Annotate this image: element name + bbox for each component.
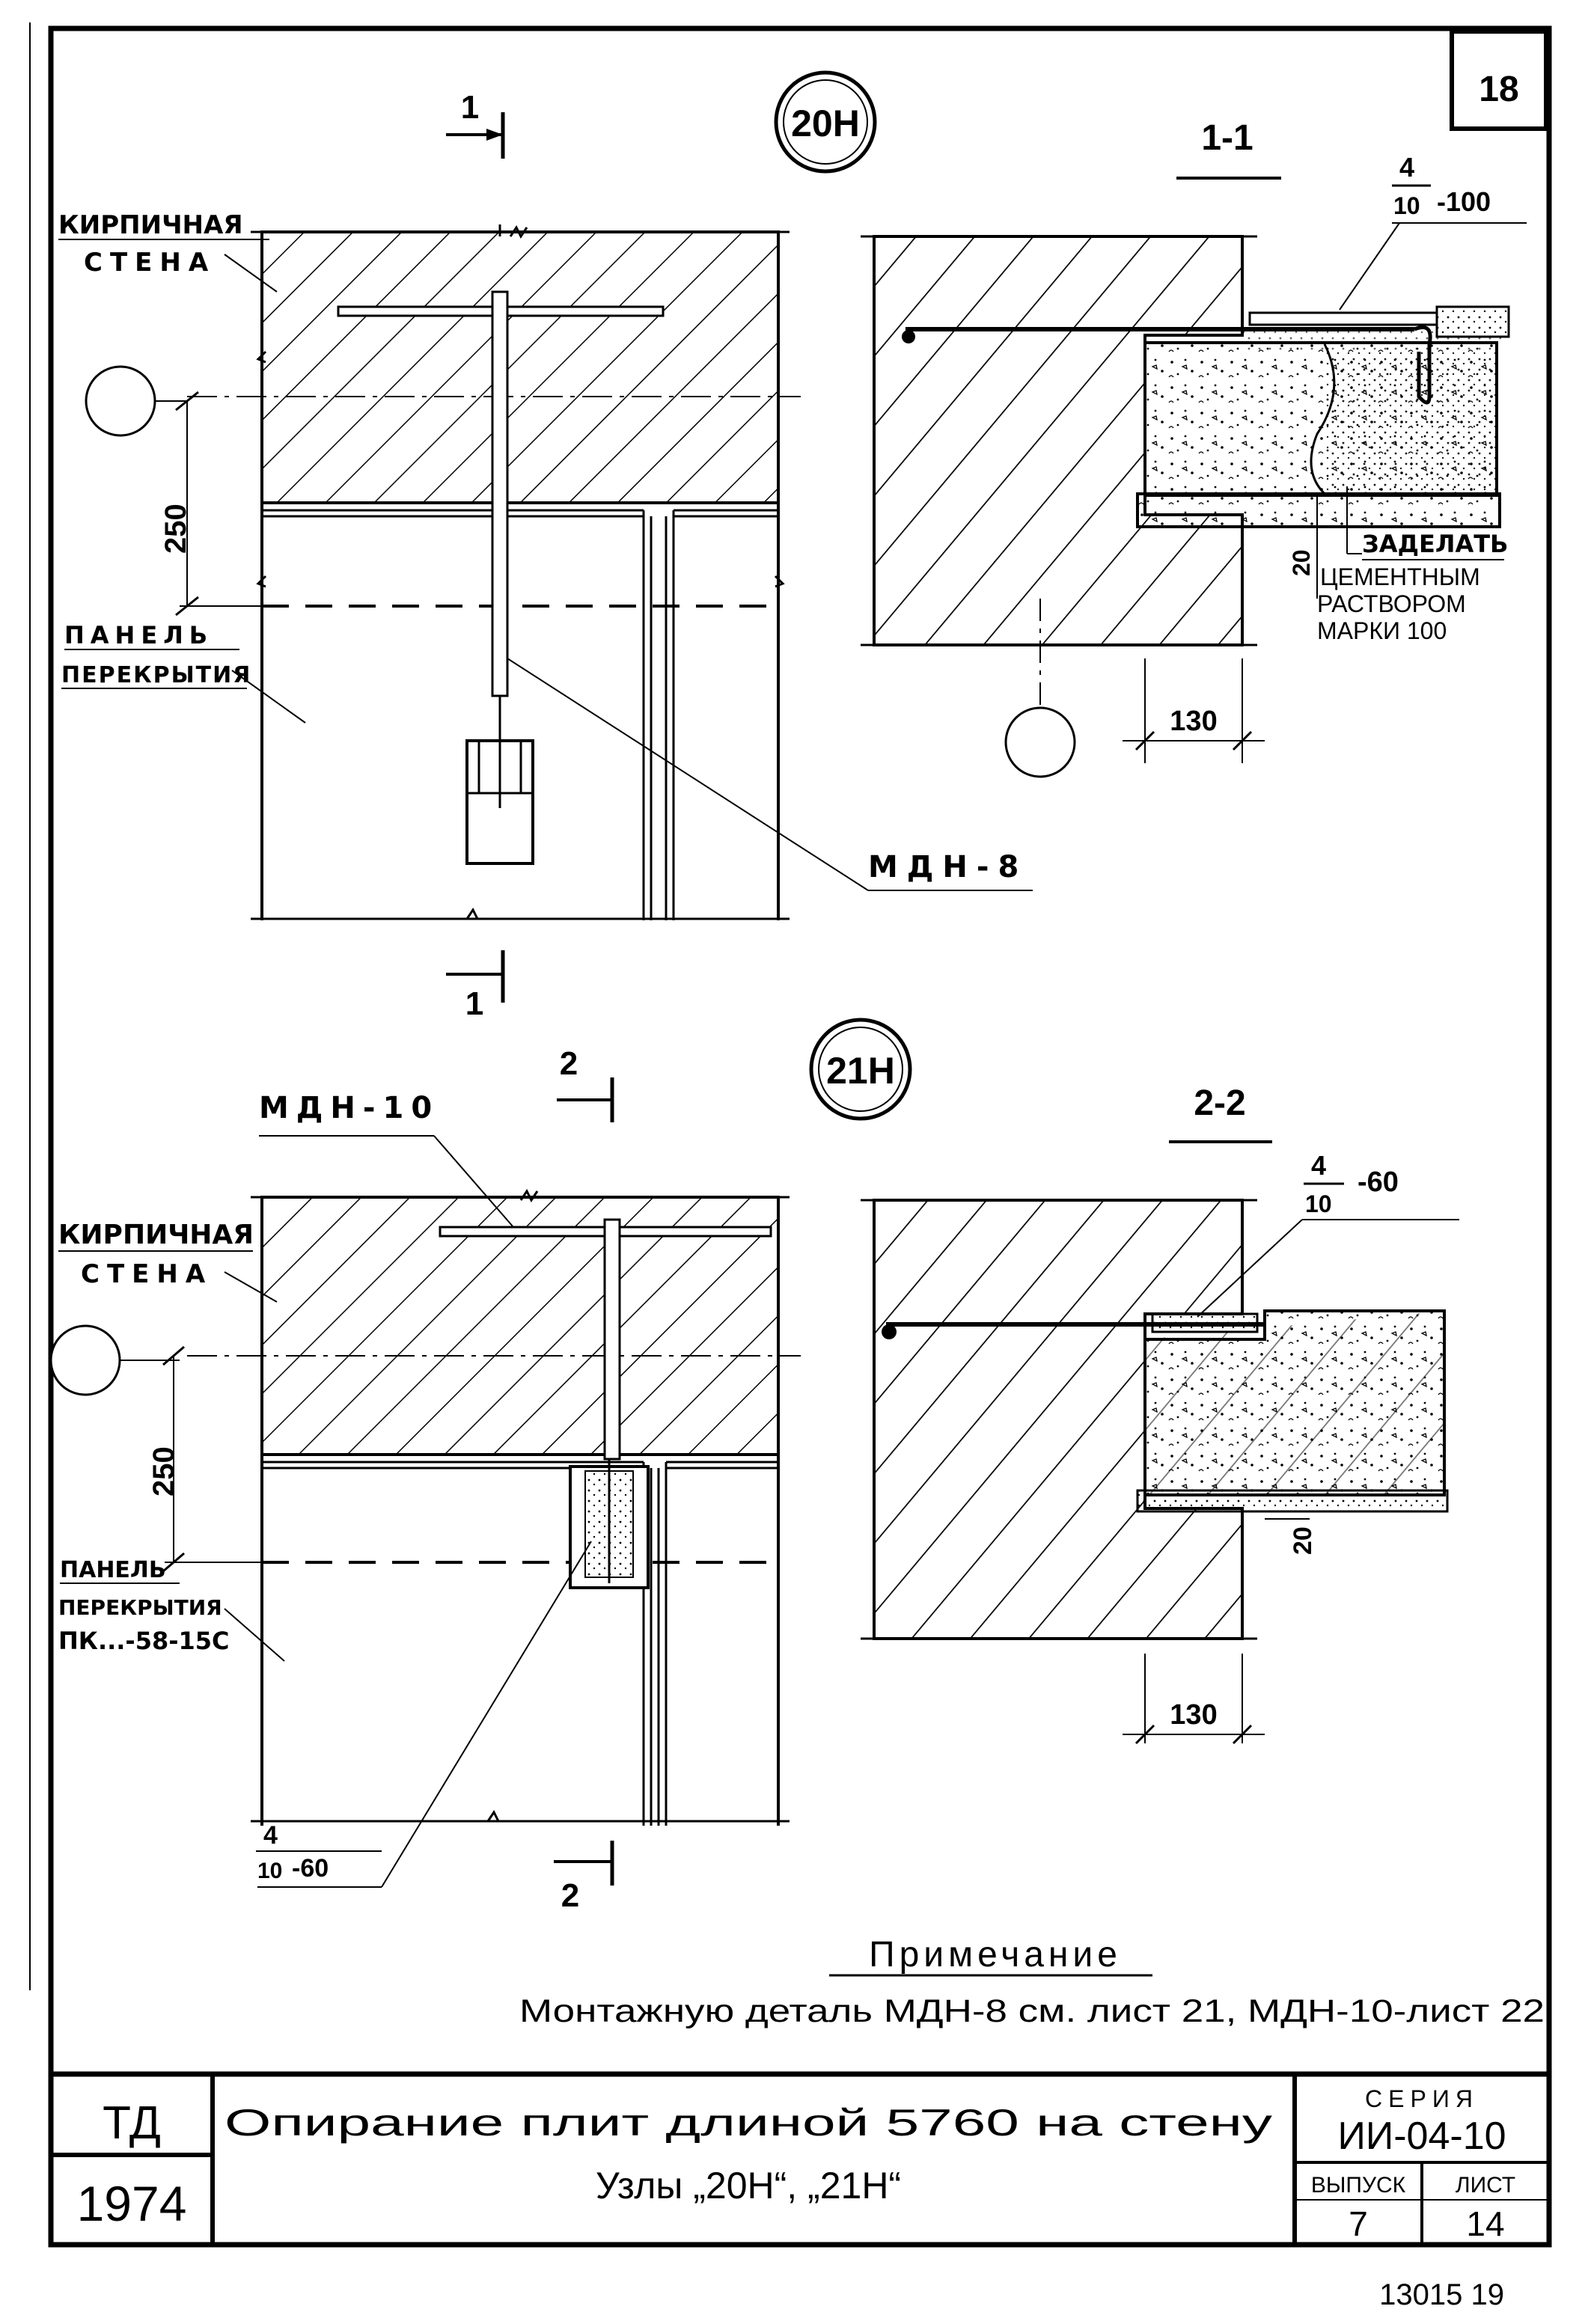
detail-mdn-10-label: МДН-10 xyxy=(259,1091,439,1125)
weld-1-length: -100 xyxy=(1437,186,1491,217)
node-21n-labels: МДН-10 КИРПИЧНАЯ СТЕНА ПАНЕЛЬ ПЕРЕКРЫТИЯ… xyxy=(58,1091,592,1888)
title-org: ТД xyxy=(103,2097,161,2149)
issue-value: 7 xyxy=(1349,2204,1368,2243)
panel-label-b-1: ПАНЕЛЬ xyxy=(60,1557,166,1583)
detail-mdn-8-label: МДН-8 xyxy=(868,850,1027,884)
issue-label: ВЫПУСК xyxy=(1311,2173,1406,2198)
brick-wall-label-a-1: КИРПИЧНАЯ xyxy=(58,210,243,240)
dimension-20-b: 20 xyxy=(1289,1526,1317,1555)
panel-label-a-1: ПАНЕЛЬ xyxy=(64,621,213,649)
node-21n-label: 21Н xyxy=(826,1050,895,1092)
brick-wall-label-b-1: КИРПИЧНАЯ xyxy=(58,1220,254,1250)
sheet-number-box: 18 xyxy=(1450,29,1548,131)
title-year: 1974 xyxy=(77,2176,187,2231)
node-21n-plan: 250 2 2 xyxy=(49,1045,801,1914)
node-21n-tag: 21Н xyxy=(809,1018,912,1121)
series-value: ИИ-04-10 xyxy=(1337,2114,1506,2158)
sheet-value: 14 xyxy=(1466,2204,1504,2243)
fill-note-3: РАСТВОРОМ xyxy=(1317,590,1466,617)
section-2-mark-top: 2 xyxy=(560,1045,578,1082)
fill-note-4: МАРКИ 100 xyxy=(1317,617,1447,644)
dimension-250-b: 250 xyxy=(147,1446,180,1496)
weld-2-numerator: 4 xyxy=(1311,1150,1326,1181)
section-2-2: 2-2 130 20 4 10 -60 xyxy=(861,1083,1459,1745)
section-1-mark-bottom: 1 xyxy=(465,985,483,1022)
panel-label-b-3: ПК...-58-15С xyxy=(58,1627,230,1655)
title-line-2: Узлы „20Н“, „21Н“ xyxy=(596,2165,901,2207)
sheet-frame xyxy=(29,22,1552,2248)
weld-3-denominator: 10 xyxy=(257,1859,282,1883)
panel-label-b-2: ПЕРЕКРЫТИЯ xyxy=(58,1595,222,1620)
node-20n-labels: КИРПИЧНАЯ СТЕНА ПАНЕЛЬ ПЕРЕКРЫТИЯ МДН-8 xyxy=(58,210,1033,891)
dimension-250-a: 250 xyxy=(159,504,192,554)
title-block: ТД 1974 Опирание плит длиной 5760 на сте… xyxy=(51,2071,1549,2245)
weld-3-length: -60 xyxy=(292,1854,329,1883)
footnote-stamp: 13015 19 xyxy=(1379,2278,1504,2311)
sheet-label: ЛИСТ xyxy=(1456,2173,1515,2198)
node-20n-tag: 20Н xyxy=(774,70,877,174)
weld-1-denominator: 10 xyxy=(1393,192,1420,219)
weld-3-numerator: 4 xyxy=(263,1821,278,1850)
section-1-1: 1-1 130 20 4 10 -100 xyxy=(861,118,1527,778)
weld-2-denominator: 10 xyxy=(1305,1190,1332,1217)
section-2-mark-bottom: 2 xyxy=(561,1877,579,1914)
sheet-number: 18 xyxy=(1479,70,1518,109)
panel-label-a-2: ПЕРЕКРЫТИЯ xyxy=(61,662,251,688)
fill-note-1: ЗАДЕЛАТЬ xyxy=(1362,530,1508,558)
fill-note-2: ЦЕМЕНТНЫМ xyxy=(1320,563,1480,590)
section-1-mark-top: 1 xyxy=(461,89,479,126)
node-20n-plan: 250 1 1 xyxy=(85,89,801,1022)
series-label: СЕРИЯ xyxy=(1365,2085,1479,2112)
section-1-1-title: 1-1 xyxy=(1201,118,1253,158)
node-20n-label: 20Н xyxy=(791,103,860,144)
section-2-2-title: 2-2 xyxy=(1194,1083,1245,1123)
title-line-1: Опирание плит длиной 5760 на стену xyxy=(225,2102,1272,2144)
brick-wall-label-a-2: СТЕНА xyxy=(84,248,216,278)
note-block: Примечание Монтажную деталь МДН-8 см. ли… xyxy=(519,1935,1545,2029)
dimension-130-a: 130 xyxy=(1170,706,1217,737)
brick-wall-label-b-2: СТЕНА xyxy=(81,1259,213,1289)
weld-2-length: -60 xyxy=(1358,1166,1399,1198)
weld-1-numerator: 4 xyxy=(1399,152,1414,183)
note-heading: Примечание xyxy=(869,1935,1122,1975)
note-text: Монтажную деталь МДН-8 см. лист 21, МДН-… xyxy=(519,1993,1545,2029)
dimension-20-a: 20 xyxy=(1288,549,1315,576)
dimension-130-b: 130 xyxy=(1170,1699,1217,1731)
